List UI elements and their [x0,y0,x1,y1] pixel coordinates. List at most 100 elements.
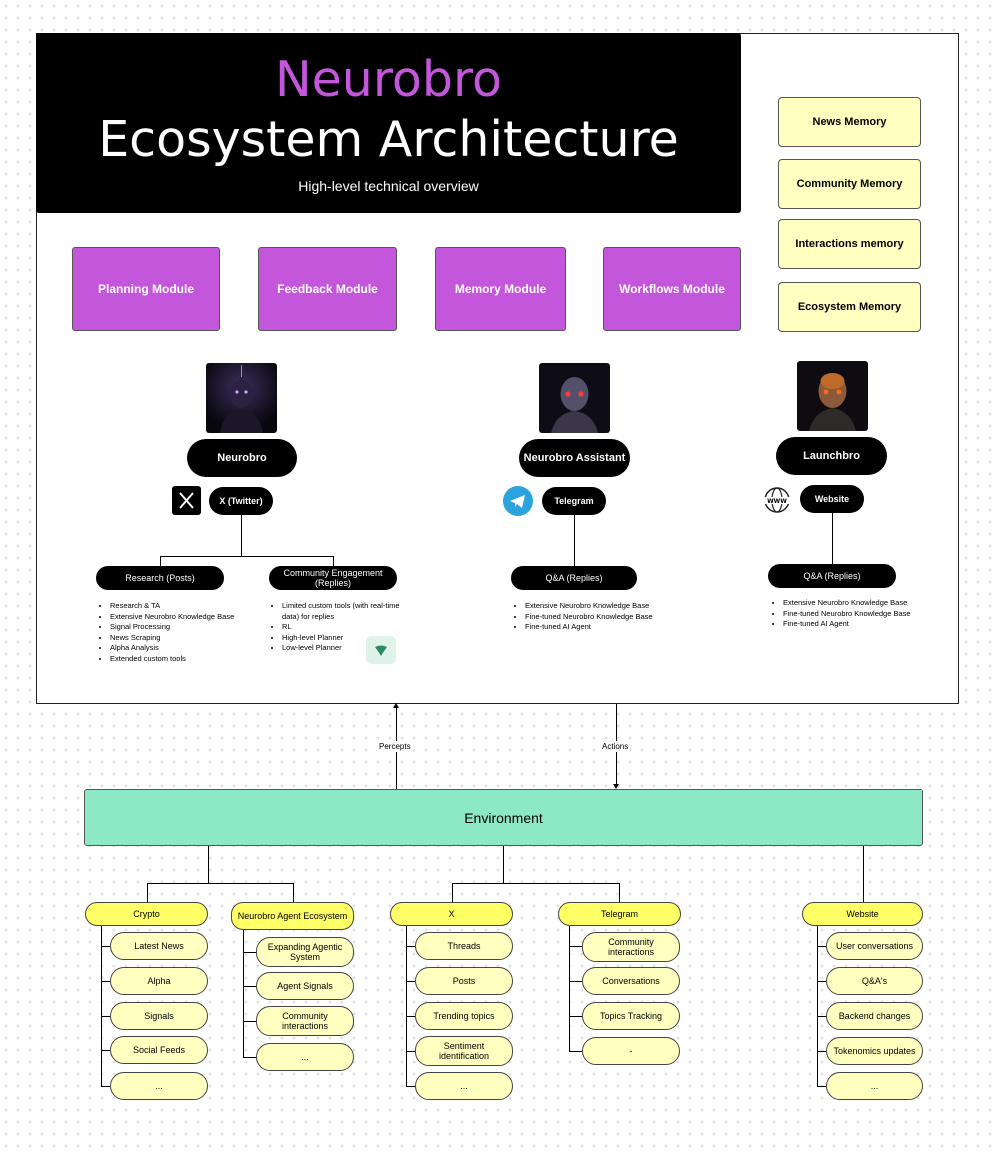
agent-neurobro: Neurobro [187,439,297,477]
category-telegram: Telegram [558,902,681,926]
connector [208,846,209,883]
connector [406,1086,415,1087]
x-logo-icon [172,486,201,515]
telegram-community-interactions: Community interactions [582,932,680,962]
connector [243,930,244,1057]
engagement-bullet-list: Limited custom tools (with real-time dat… [272,601,400,654]
connector [817,981,826,982]
connector [101,926,102,1086]
connector [147,883,293,884]
agent-neurobro-assistant: Neurobro Assistant [519,439,630,477]
bullet-item: Alpha Analysis [110,643,245,654]
feedback-module: Feedback Module [258,247,397,331]
crypto-more: ... [110,1072,208,1100]
connector [243,1057,256,1058]
news-memory: News Memory [778,97,921,147]
ecosystem-agent-signals: Agent Signals [256,972,354,1000]
connector [243,952,256,953]
connector [619,883,620,902]
svg-text:WWW: WWW [767,498,787,505]
title-accent: Neurobro [274,51,503,108]
website-more: ... [826,1072,923,1100]
ecosystem-expanding-agentic-system: Expanding Agentic System [256,937,354,967]
ecosystem-memory: Ecosystem Memory [778,282,921,332]
connector [101,981,110,982]
connector [101,946,110,947]
globe-www-icon: WWW [762,485,792,515]
community-memory: Community Memory [778,159,921,209]
telegram-icon [503,486,533,516]
title-banner [36,33,741,213]
connector [574,515,575,566]
website-backend-changes: Backend changes [826,1002,923,1030]
connector [569,1051,582,1052]
connector [406,1016,415,1017]
connector [406,1051,415,1052]
research-bullet-list: Research & TA Extensive Neurobro Knowled… [100,601,245,664]
telegram-topics-tracking: Topics Tracking [582,1002,680,1030]
bullet-item: Fine-tuned Neurobro Knowledge Base [525,612,655,623]
bullet-item: Research & TA [110,601,245,612]
connector [241,515,242,556]
page-title: Neurobro Ecosystem Architecture [36,50,741,170]
bullet-item: Extended custom tools [110,654,245,665]
launchbro-avatar [797,361,868,431]
neurobro-assistant-avatar [539,363,610,433]
website-tokenomics-updates: Tokenomics updates [826,1037,923,1065]
connector [101,1016,110,1017]
connector [406,981,415,982]
connector [817,1051,826,1052]
telegram-more: - [582,1037,680,1065]
bullet-item: Extensive Neurobro Knowledge Base [525,601,655,612]
crypto-social-feeds: Social Feeds [110,1036,208,1064]
telegram-conversations: Conversations [582,967,680,995]
bullet-item: RL [282,622,400,633]
connector [569,981,582,982]
connector [147,883,148,902]
branch-research-posts: Research (Posts) [96,566,224,590]
crypto-alpha: Alpha [110,967,208,995]
bullet-item: High-level Planner [282,633,400,644]
bullet-item: Fine-tuned AI Agent [525,622,655,633]
connector [452,883,453,902]
connector [569,926,570,1051]
branch-qa-replies-launchbro: Q&A (Replies) [768,564,896,588]
workflows-module: Workflows Module [603,247,741,331]
connector [569,1016,582,1017]
connector [817,1016,826,1017]
x-posts: Posts [415,967,513,995]
bullet-item: Low-level Planner [282,643,400,654]
connector [243,986,256,987]
assistant-bullet-list: Extensive Neurobro Knowledge Base Fine-t… [515,601,655,633]
bullet-item: Signal Processing [110,622,245,633]
x-more: ... [415,1072,513,1100]
website-qas: Q&A's [826,967,923,995]
connector [817,946,826,947]
ecosystem-more: ... [256,1043,354,1071]
bullet-item: Extensive Neurobro Knowledge Base [783,598,913,609]
x-sentiment-identification: Sentiment identification [415,1036,513,1066]
connector [101,1050,110,1051]
category-x: X [390,902,513,926]
category-neurobro-agent-ecosystem: Neurobro Agent Ecosystem [231,902,354,930]
title-rest: Ecosystem Architecture [98,111,679,168]
branch-qa-replies: Q&A (Replies) [511,566,637,590]
branch-community-engagement: Community Engagement (Replies) [269,566,397,590]
category-crypto: Crypto [85,902,208,926]
connector [406,946,415,947]
actions-label: Actions [600,741,631,752]
connector [101,1086,110,1087]
crypto-signals: Signals [110,1002,208,1030]
bullet-item: Extensive Neurobro Knowledge Base [110,612,245,623]
environment-box: Environment [84,789,923,846]
neurobro-avatar [206,363,277,433]
crypto-latest-news: Latest News [110,932,208,960]
agent-launchbro: Launchbro [776,437,887,475]
connector [293,883,294,902]
percepts-label: Percepts [377,741,413,752]
memory-module: Memory Module [435,247,566,331]
category-website: Website [802,902,923,926]
connector [160,556,161,566]
connector [832,513,833,564]
x-threads: Threads [415,932,513,960]
